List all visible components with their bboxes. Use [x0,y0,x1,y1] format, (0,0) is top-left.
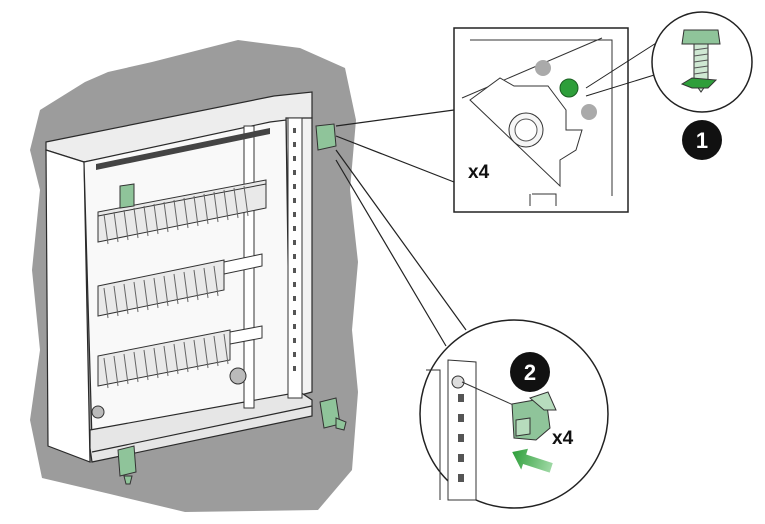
step-number-1: 1 [696,128,708,153]
breaker-row-3 [97,325,263,389]
step-number-2: 2 [524,360,536,385]
step-badge-1: 1 [682,120,722,160]
breaker-row-2 [97,253,263,319]
cabinet-knockout [91,405,105,419]
callout-detail-bottom: x4 [419,319,609,509]
mounting-hole-grey [581,104,597,120]
screw-icon [680,29,721,93]
cabinet-vent-strip [96,128,270,170]
vertical-rail-right [287,117,303,399]
mount-bracket-bottom-left [117,445,137,485]
mounting-hole-grey [535,60,551,76]
mounting-hole-green [559,78,579,98]
cabinet-left-panel [45,149,91,463]
step-badge-2: 2 [510,352,550,392]
breaker-row-1 [97,179,267,245]
quantity-label-bottom: x4 [552,428,574,449]
clip-bracket-icon [511,391,557,441]
screw-detail-circle [651,11,753,113]
callout-detail-top: x4 [453,27,629,213]
push-arrow-icon [512,448,553,473]
leader-lines [335,109,467,347]
mount-bracket-top-right [315,123,337,151]
mount-bracket-bottom-right [319,397,347,431]
rail-section [426,359,477,501]
cabinet-knockout [229,367,247,385]
mount-bracket-top-left [119,183,135,209]
quantity-label-top: x4 [468,162,490,183]
